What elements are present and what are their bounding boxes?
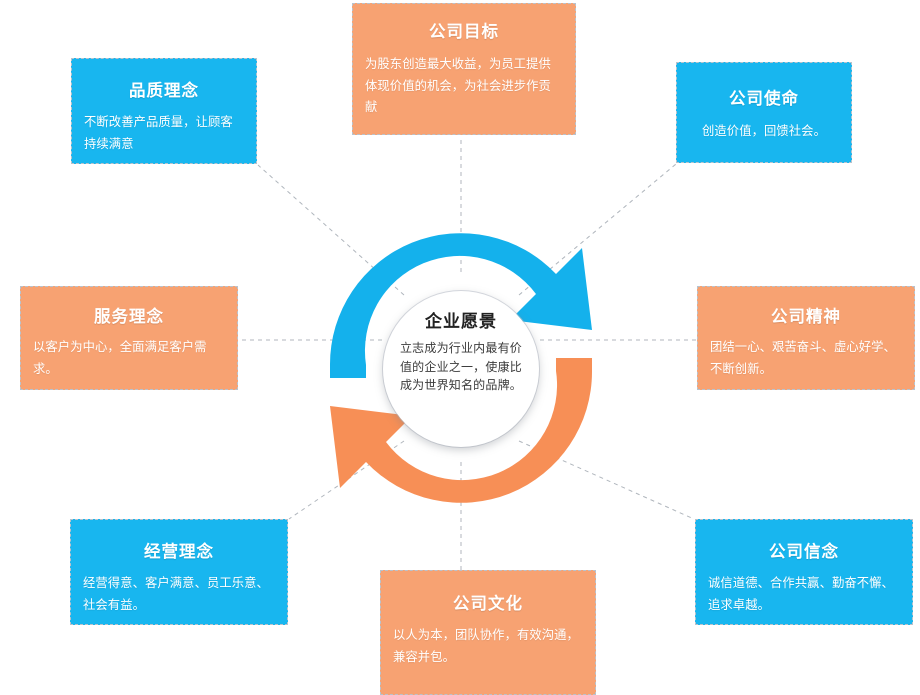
node-belief-title: 公司信念 — [769, 543, 839, 561]
center-title: 企业愿景 — [425, 312, 497, 331]
center-body: 立志成为行业内最有价值的企业之一，使康比成为世界知名的品牌。 — [399, 341, 522, 393]
node-operation-body: 经营得意、客户满意、员工乐意、社会有益。 — [83, 576, 269, 612]
node-goal-title: 公司目标 — [429, 23, 499, 41]
node-service[interactable]: 服务理念 以客户为中心，全面满足客户需求。 — [20, 286, 238, 390]
connector-to-operation — [288, 440, 405, 520]
node-belief[interactable]: 公司信念 诚信道德、合作共赢、勤奋不懈、追求卓越。 — [695, 519, 913, 625]
center-vision-circle: 企业愿景 立志成为行业内最有价值的企业之一，使康比成为世界知名的品牌。 — [383, 291, 539, 447]
node-operation-title: 经营理念 — [144, 543, 214, 561]
node-culture-body: 以人为本，团队协作，有效沟通，兼容并包。 — [393, 628, 579, 664]
connector-to-belief — [518, 440, 695, 520]
node-operation[interactable]: 经营理念 经营得意、客户满意、员工乐意、社会有益。 — [70, 519, 288, 625]
node-goal-body: 为股东创造最大收益，为员工提供体现价值的机会，为社会进步作贡献 — [365, 57, 551, 115]
node-culture[interactable]: 公司文化 以人为本，团队协作，有效沟通，兼容并包。 — [380, 570, 596, 695]
node-mission-body: 创造价值，回馈社会。 — [702, 124, 826, 138]
node-culture-title: 公司文化 — [453, 595, 523, 613]
node-quality-title: 品质理念 — [129, 82, 199, 100]
node-quality-body: 不断改善产品质量，让顾客持续满意 — [84, 115, 233, 151]
node-goal[interactable]: 公司目标 为股东创造最大收益，为员工提供体现价值的机会，为社会进步作贡献 — [352, 3, 576, 135]
node-spirit-title: 公司精神 — [771, 308, 841, 326]
connector-to-mission — [518, 163, 677, 296]
node-service-title: 服务理念 — [94, 308, 164, 326]
connector-to-quality — [257, 164, 405, 296]
node-spirit-body: 团结一心、艰苦奋斗、虚心好学、不断创新。 — [710, 340, 896, 376]
node-mission-title: 公司使命 — [729, 90, 799, 108]
node-service-body: 以客户为中心，全面满足客户需求。 — [33, 340, 207, 376]
node-belief-body: 诚信道德、合作共赢、勤奋不懈、追求卓越。 — [708, 576, 894, 612]
node-quality[interactable]: 品质理念 不断改善产品质量，让顾客持续满意 — [71, 58, 257, 164]
node-spirit[interactable]: 公司精神 团结一心、艰苦奋斗、虚心好学、不断创新。 — [697, 286, 915, 390]
node-mission[interactable]: 公司使命 创造价值，回馈社会。 — [676, 62, 852, 163]
